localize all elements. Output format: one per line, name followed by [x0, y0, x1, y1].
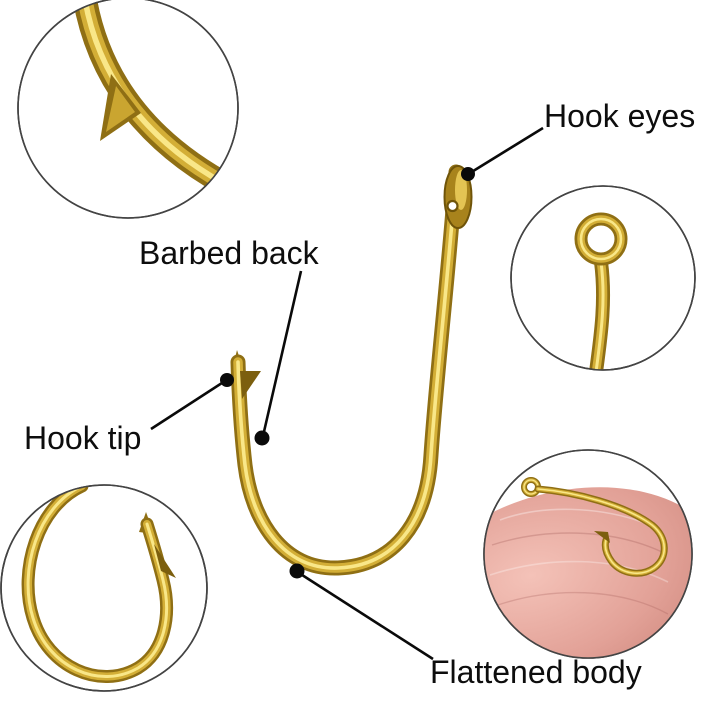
hook-body-highlight: [236, 170, 458, 570]
hook-body-mid: [233, 167, 461, 573]
callout-line-hook-tip: [150, 379, 226, 431]
hook-eye-hole: [446, 199, 459, 213]
callout-line-barbed-back: [261, 270, 303, 437]
callout-dot-barbed-back: [254, 430, 270, 446]
inset-hook-tip: [0, 484, 208, 692]
label-hook-tip: Hook tip: [24, 420, 142, 456]
hook-barb: [240, 371, 261, 399]
callouts: [150, 126, 544, 661]
main-hook-illustration: [230, 164, 473, 576]
callout-dot-hook-tip: [220, 373, 234, 387]
label-barbed-back: Barbed back: [139, 235, 319, 271]
callout-line-flattened-body: [298, 571, 434, 661]
callout-dot-hook-eyes: [461, 167, 475, 181]
callout-dot-flattened-body: [289, 563, 305, 579]
inset-barbed-back: [17, 0, 239, 219]
label-flattened-body: Flattened body: [430, 654, 642, 690]
callout-line-hook-eyes: [469, 126, 544, 175]
callout-dots: [220, 167, 475, 579]
label-hook-eyes: Hook eyes: [544, 98, 696, 134]
inset-small-hook: [521, 477, 668, 577]
hook-eye-shine: [455, 170, 467, 210]
inset-hook-eye: [510, 185, 696, 371]
inset-tip-barb: [154, 544, 176, 578]
